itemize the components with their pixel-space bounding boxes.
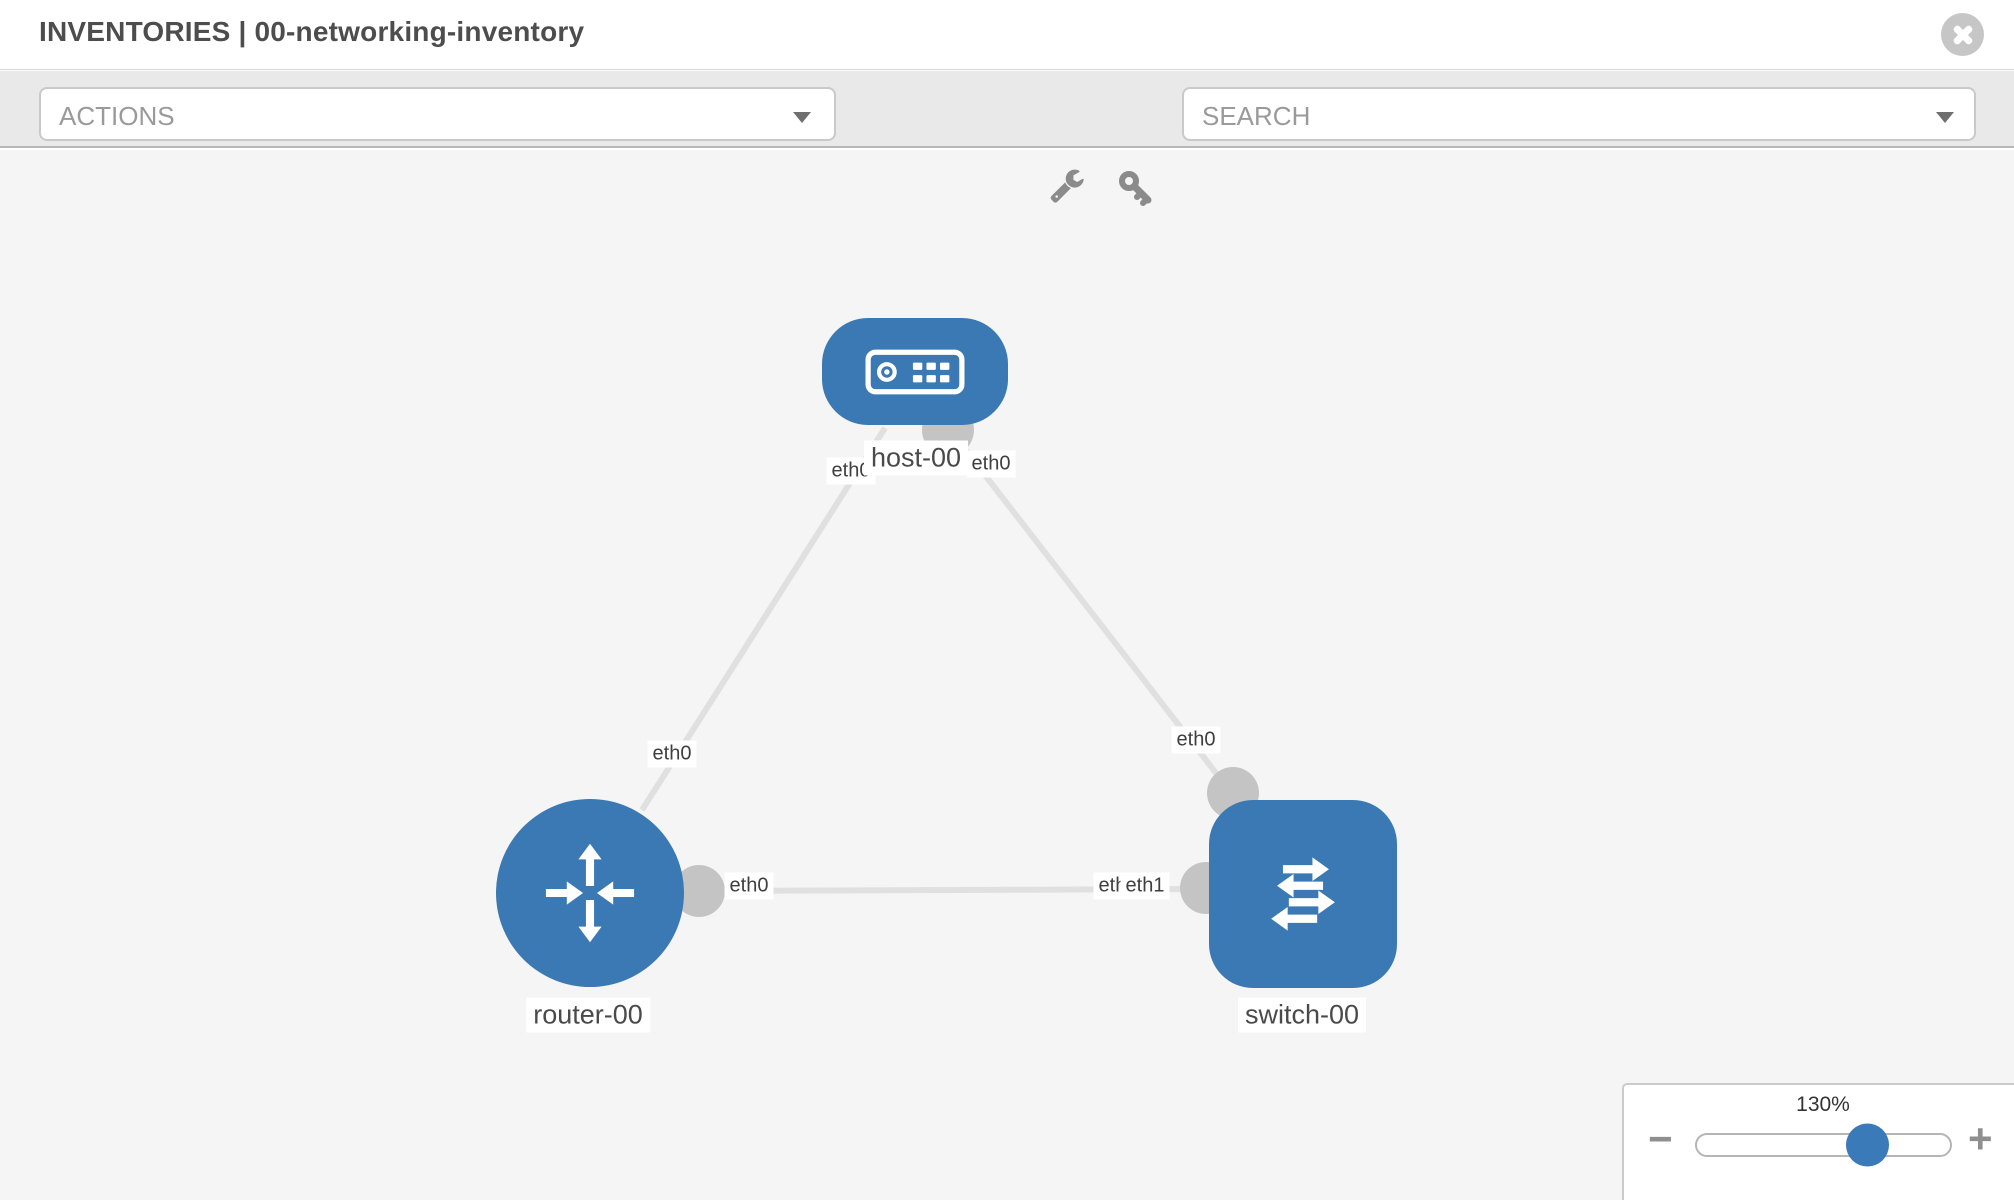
node-switch-00[interactable] bbox=[1209, 800, 1397, 988]
search-placeholder: SEARCH bbox=[1202, 101, 1311, 131]
actions-dropdown-label: ACTIONS bbox=[59, 101, 175, 131]
iface-label-router-to-host: eth0 bbox=[647, 740, 697, 768]
zoom-panel: 130% − + bbox=[1622, 1083, 2014, 1200]
node-router-00[interactable] bbox=[496, 799, 684, 987]
node-label-router: router-00 bbox=[526, 997, 650, 1033]
connector-dot-router-right bbox=[673, 865, 725, 917]
search-input[interactable]: SEARCH bbox=[1182, 87, 1976, 141]
page-title: INVENTORIES | 00-networking-inventory bbox=[39, 16, 585, 47]
topology-wires bbox=[639, 404, 1259, 917]
topology-canvas[interactable]: host-00 router-00 switch-00 eth0 eth0 et… bbox=[0, 150, 2014, 1200]
host-icon bbox=[865, 349, 965, 394]
zoom-in-button[interactable]: + bbox=[1968, 1115, 1993, 1162]
iface-label-router-to-switch: eth0 bbox=[724, 872, 774, 900]
key-icon[interactable] bbox=[1118, 170, 1154, 206]
node-label-host: host-00 bbox=[863, 440, 969, 476]
wrench-icon[interactable] bbox=[1049, 167, 1085, 203]
zoom-slider[interactable] bbox=[1695, 1123, 1952, 1167]
switch-icon bbox=[1271, 857, 1335, 931]
router-icon bbox=[545, 843, 635, 943]
node-label-switch: switch-00 bbox=[1237, 997, 1367, 1033]
zoom-level-value: 130% bbox=[1796, 1093, 1850, 1116]
iface-label-switch-to-host: eth0 bbox=[1171, 726, 1221, 754]
iface-label-host-to-switch: eth0 bbox=[966, 450, 1016, 478]
chevron-down-icon bbox=[1936, 112, 1954, 123]
toolbar: ACTIONS SEARCH bbox=[0, 71, 2014, 206]
actions-dropdown[interactable]: ACTIONS bbox=[39, 87, 836, 141]
header: INVENTORIES | 00-networking-inventory bbox=[0, 0, 2014, 70]
zoom-out-button[interactable]: − bbox=[1648, 1115, 1673, 1162]
chevron-down-icon bbox=[793, 112, 811, 123]
close-icon[interactable] bbox=[1941, 13, 1984, 56]
iface-label-switch-to-router: eth1 bbox=[1120, 872, 1170, 900]
zoom-slider-thumb[interactable] bbox=[1846, 1123, 1889, 1167]
node-host-00[interactable] bbox=[822, 318, 1008, 425]
